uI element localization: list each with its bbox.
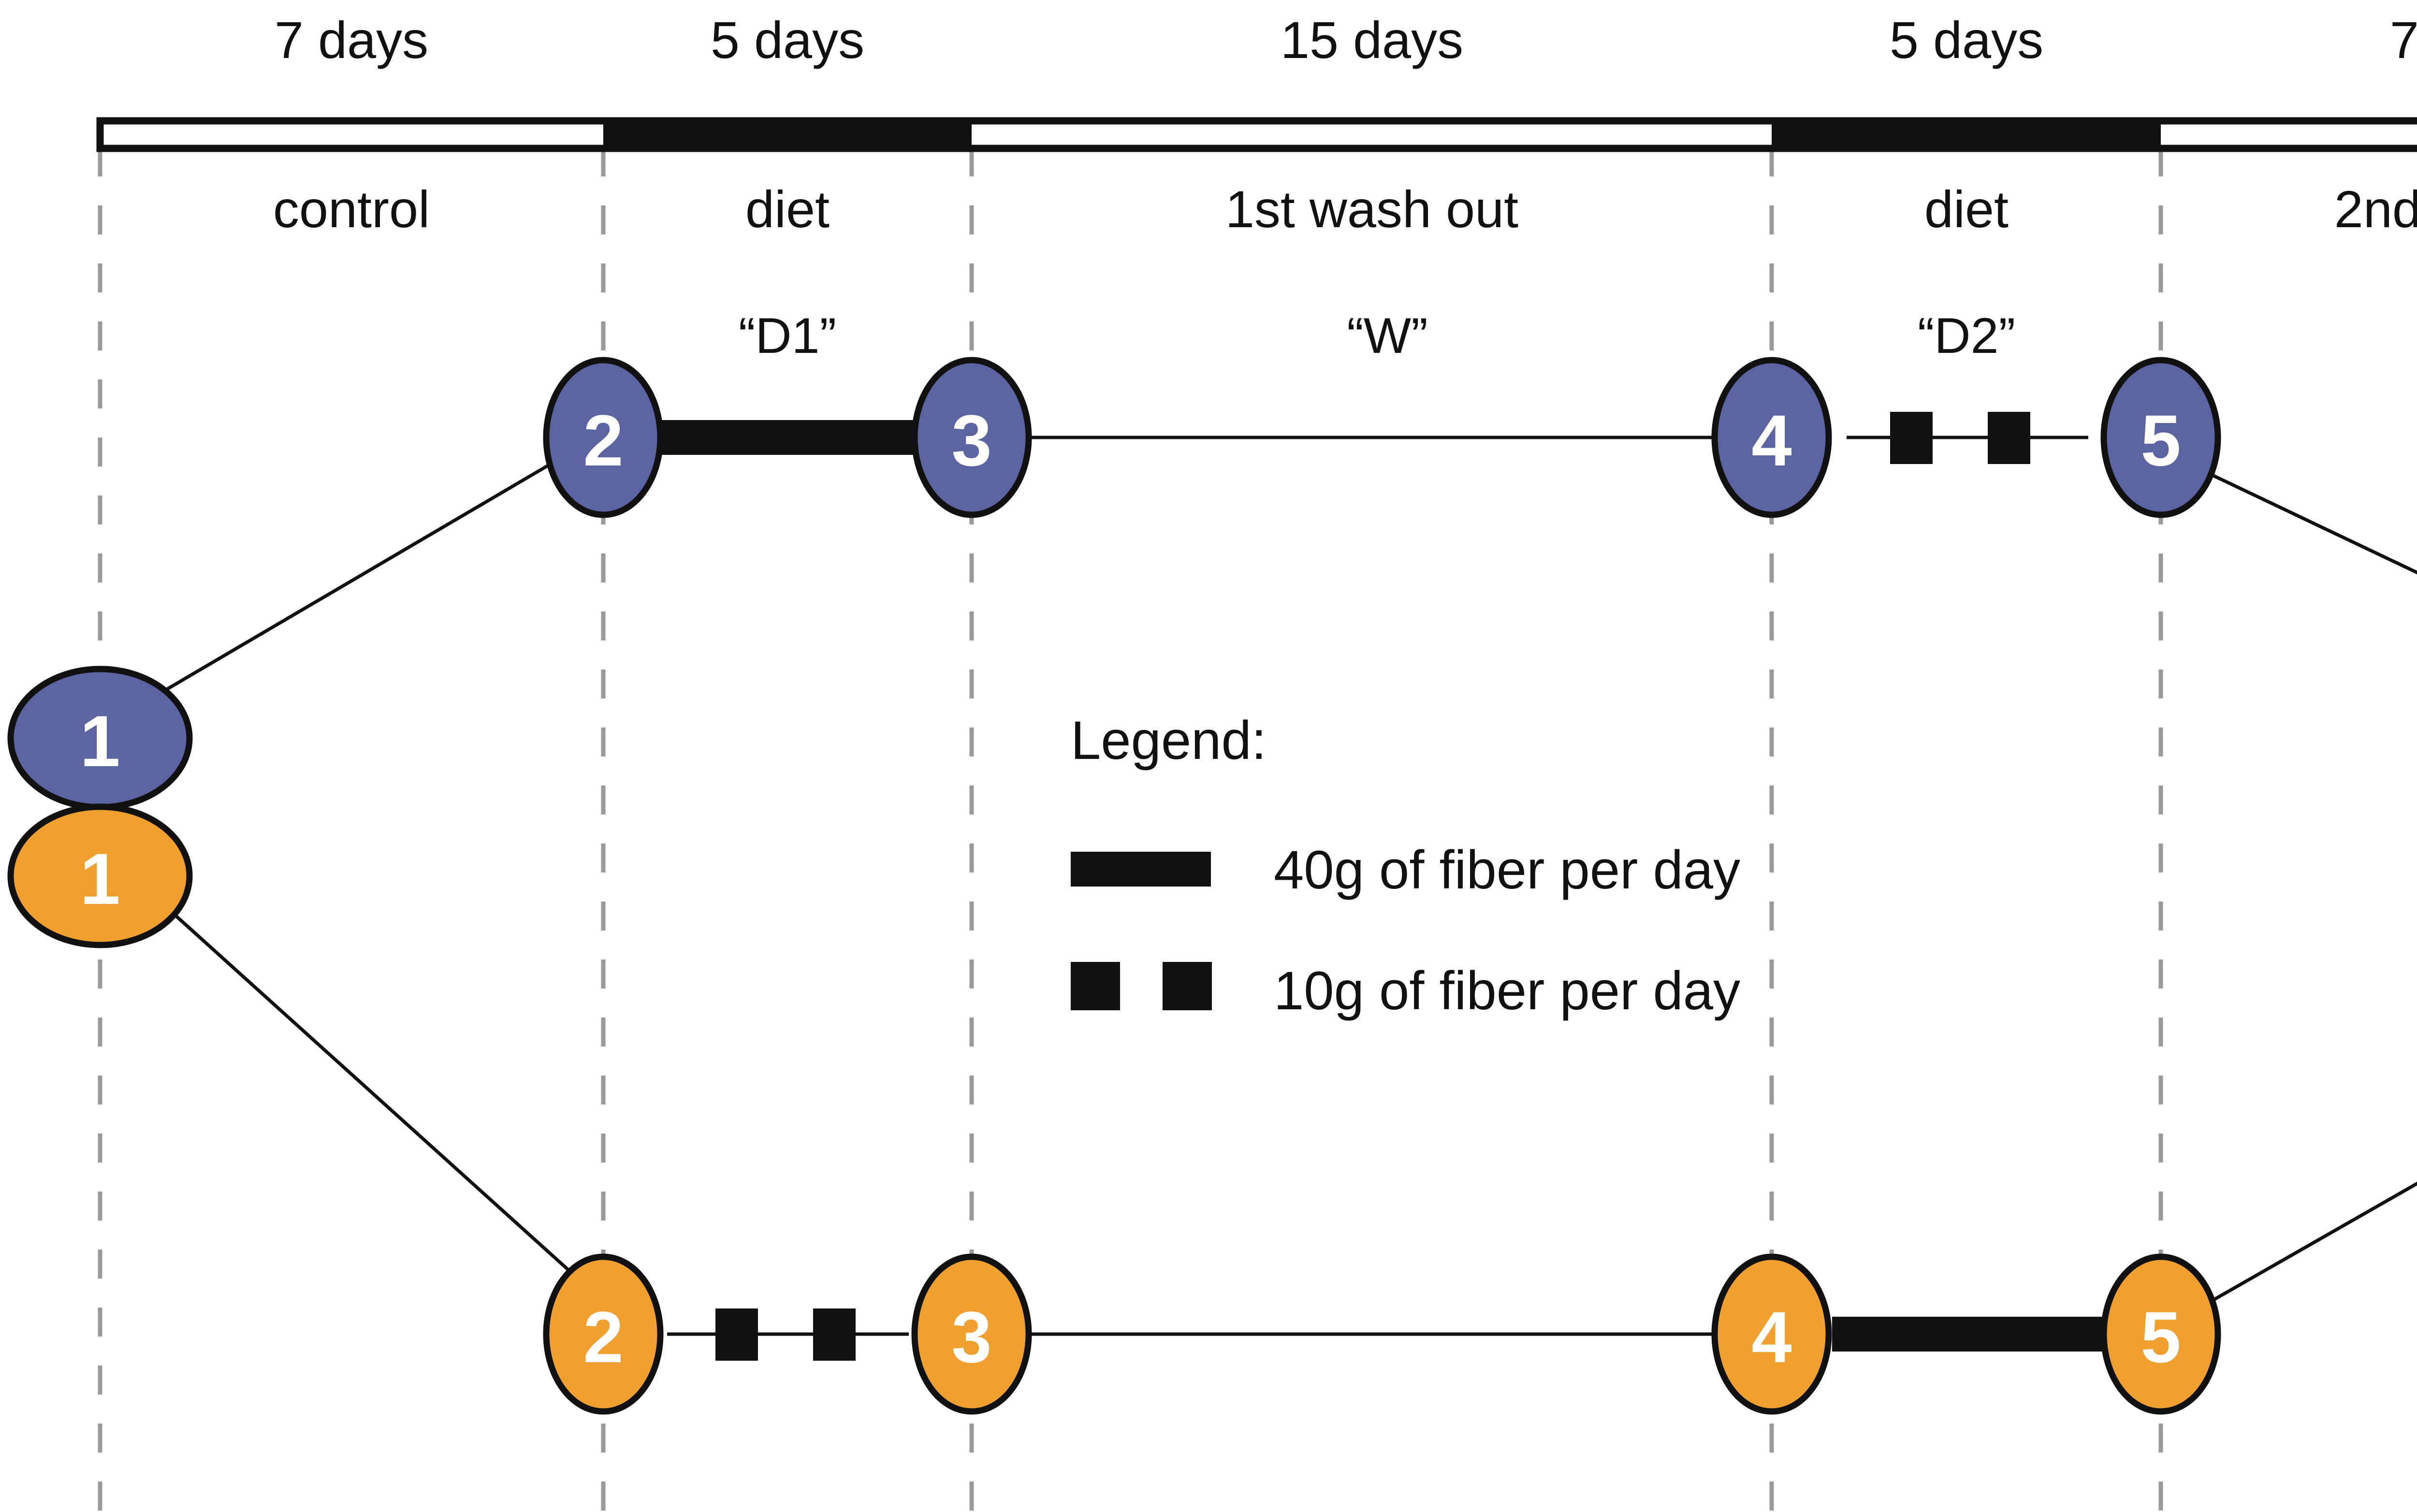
edge-blue-4-5-dash-1: [1890, 412, 1933, 464]
code-label-d2: “D2”: [1918, 308, 2015, 364]
node-blue-2[interactable]: 2: [543, 357, 664, 518]
bar-segment-washout1: [972, 121, 1772, 148]
bar-segment-diet2: [1772, 121, 2161, 148]
node-blue-3-label: 3: [951, 400, 991, 481]
bar-segment-washout2: [2161, 121, 2417, 148]
edge-blue-1-2: [130, 448, 576, 712]
edge-blue-5-6: [2203, 469, 2417, 575]
node-blue-5[interactable]: 5: [2100, 357, 2221, 518]
node-blue-4-shape[interactable]: [1711, 357, 1832, 518]
bar-segment-control: [100, 121, 603, 148]
phase-label-control: control: [273, 180, 430, 238]
legend-label-low-fiber: 10g of fiber per day: [1274, 960, 1740, 1021]
arm-blue-nodes: 1 2 3 4 5 6: [7, 357, 2221, 811]
node-orange-1-shape[interactable]: [7, 803, 193, 948]
edge-orange-5-6: [2203, 1181, 2417, 1307]
node-orange-5[interactable]: 5: [2100, 1253, 2221, 1415]
legend-label-high-fiber: 40g of fiber per day: [1274, 840, 1740, 900]
phase-label-diet1: diet: [745, 180, 830, 238]
node-orange-1[interactable]: 1: [7, 803, 193, 948]
code-label-d1: “D1”: [739, 308, 836, 364]
edge-orange-2-3-dash-2: [813, 1308, 856, 1361]
arm-blue-edges: [130, 412, 2417, 712]
code-labels: “D1” “W” “D2”: [739, 308, 2015, 364]
node-orange-4-label: 4: [1751, 1296, 1791, 1378]
node-blue-2-shape[interactable]: [543, 357, 664, 518]
node-orange-2-shape[interactable]: [543, 1253, 664, 1415]
node-orange-2-label: 2: [583, 1296, 623, 1378]
node-blue-5-label: 5: [2140, 400, 2181, 481]
node-blue-1-label: 1: [80, 700, 120, 782]
duration-label-diet1: 5 days: [711, 11, 864, 69]
duration-label-control: 7 days: [275, 11, 428, 69]
phase-labels: control diet 1st wash out diet 2nd wash …: [273, 180, 2417, 238]
node-orange-1-label: 1: [80, 838, 120, 919]
node-blue-4-label: 4: [1751, 400, 1791, 481]
duration-labels: 7 days 5 days 15 days 5 days 7 days: [275, 11, 2417, 69]
node-blue-2-label: 2: [583, 400, 623, 481]
edge-orange-2-3-dash-1: [715, 1308, 758, 1361]
phase-label-diet2: diet: [1924, 180, 2009, 238]
bar-segment-diet1: [603, 121, 972, 148]
node-orange-4[interactable]: 4: [1711, 1253, 1832, 1415]
node-orange-5-shape[interactable]: [2100, 1253, 2221, 1415]
legend: Legend: 40g of fiber per day 10g of fibe…: [1071, 710, 1740, 1021]
node-blue-3[interactable]: 3: [911, 357, 1032, 518]
legend-swatch-dashed-2: [1163, 962, 1212, 1010]
duration-label-washout2: 7 days: [2390, 11, 2417, 69]
node-orange-2[interactable]: 2: [543, 1253, 664, 1415]
node-orange-3[interactable]: 3: [911, 1253, 1032, 1415]
legend-swatch-dashed-1: [1071, 962, 1120, 1010]
legend-title: Legend:: [1071, 710, 1267, 771]
duration-label-washout1: 15 days: [1281, 11, 1463, 69]
edge-blue-4-5-dash-2: [1988, 412, 2030, 464]
node-orange-5-label: 5: [2140, 1296, 2181, 1378]
node-blue-1[interactable]: 1: [7, 666, 193, 811]
bar-outline: [96, 117, 2417, 152]
timeline-bar: [96, 117, 2417, 152]
code-label-w: “W”: [1347, 308, 1427, 364]
phase-label-washout2: 2nd wash out: [2334, 180, 2417, 238]
node-blue-4[interactable]: 4: [1711, 357, 1832, 518]
edge-orange-1-2: [129, 873, 577, 1278]
node-orange-3-label: 3: [951, 1296, 991, 1378]
node-blue-3-shape[interactable]: [911, 357, 1032, 518]
node-blue-5-shape[interactable]: [2100, 357, 2221, 518]
arm-orange-edges: [129, 873, 2417, 1361]
node-orange-4-shape[interactable]: [1711, 1253, 1832, 1415]
arm-orange-nodes: 1 2 3 4 5 6: [7, 803, 2221, 1415]
guide-lines: [98, 147, 2163, 1512]
legend-swatch-solid: [1071, 852, 1211, 887]
node-orange-3-shape[interactable]: [911, 1253, 1032, 1415]
phase-label-washout1: 1st wash out: [1225, 180, 1518, 238]
duration-label-diet2: 5 days: [1890, 11, 2043, 69]
